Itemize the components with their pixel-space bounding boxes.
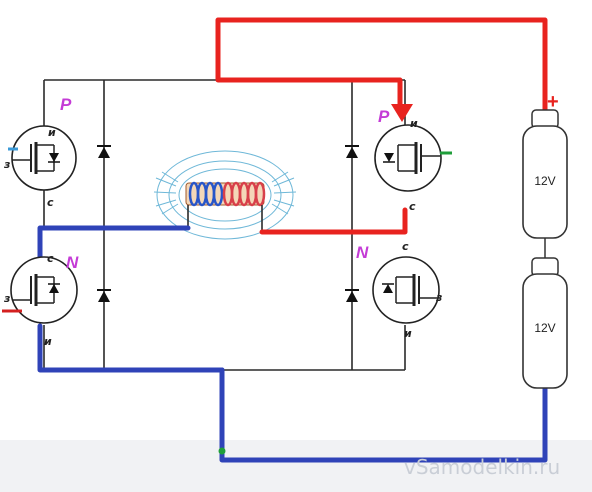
- pin-label-bottom: и: [404, 327, 412, 340]
- transistor-top-left: P и з с: [3, 95, 77, 209]
- battery-plus-label: +: [547, 91, 559, 113]
- pin-label-top: с: [402, 240, 409, 253]
- transistor-type-label: P: [378, 107, 390, 126]
- junction-dot: [218, 447, 226, 455]
- positive-current-path: [215, 17, 548, 113]
- transistor-type-label: N: [356, 243, 369, 262]
- pin-label-top: с: [47, 252, 54, 265]
- transistor-bottom-left: N с з и: [2, 252, 79, 348]
- battery-top: + 12V: [522, 91, 568, 239]
- diode-left-bottom: [97, 289, 111, 302]
- pin-label-bottom: с: [47, 196, 54, 209]
- transistor-top-right: P и с: [374, 107, 452, 213]
- transistor-type-label: N: [66, 253, 79, 272]
- pin-label-top: и: [410, 117, 418, 130]
- pin-label-left: з: [3, 292, 10, 305]
- bottom-shade: [0, 440, 592, 492]
- circuit-wires: [43, 79, 406, 371]
- battery-label: 12V: [534, 321, 555, 335]
- diode-right-bottom: [345, 289, 359, 302]
- pin-label-left: з: [3, 158, 10, 171]
- diode-right-top: [345, 145, 359, 158]
- transistor-bottom-right: N с з и: [356, 240, 442, 340]
- junction-dot: [219, 367, 225, 373]
- coil-windings-blue: [188, 181, 224, 207]
- pin-label-bottom: с: [409, 200, 416, 213]
- pin-label-top: и: [48, 126, 56, 139]
- positive-current-arrow: [391, 104, 413, 122]
- coil-windings-red: [222, 181, 266, 207]
- positive-current-path-lower: [259, 207, 408, 235]
- negative-current-path-lower: [37, 323, 548, 463]
- pin-label-right: з: [435, 291, 442, 304]
- transistor-type-label: P: [60, 95, 72, 114]
- battery-label: 12V: [534, 174, 555, 188]
- pin-label-bottom: и: [44, 335, 52, 348]
- magnetic-field-lines: [153, 150, 297, 240]
- coil: [153, 150, 297, 240]
- diode-left-top: [97, 145, 111, 158]
- watermark: vSamodelkin.ru: [404, 455, 560, 479]
- battery-bottom: 12V: [522, 257, 568, 389]
